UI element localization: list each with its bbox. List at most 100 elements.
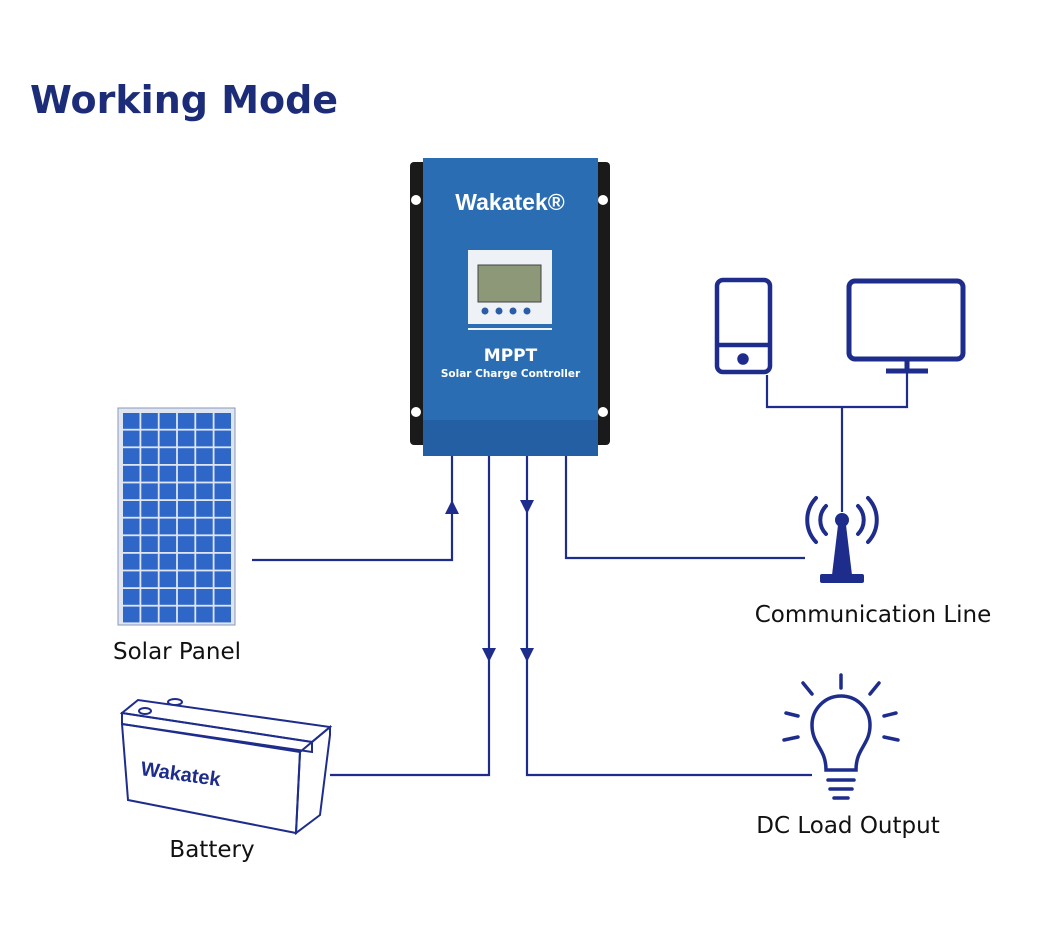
solar-cell bbox=[177, 501, 195, 517]
solar-cell bbox=[196, 483, 213, 500]
solar-cell bbox=[123, 448, 140, 464]
solar-cell bbox=[214, 501, 231, 517]
solar-cell bbox=[123, 606, 140, 623]
solar-cell bbox=[159, 448, 177, 464]
solar-cell bbox=[214, 536, 231, 552]
solar-cell bbox=[123, 589, 140, 605]
solar-cell bbox=[159, 571, 177, 588]
solar-cell bbox=[177, 413, 195, 429]
light-bulb-icon bbox=[782, 673, 900, 800]
solar-cell bbox=[141, 430, 158, 447]
solar-cell bbox=[177, 518, 195, 535]
solar-cell bbox=[141, 413, 158, 429]
controller-brand-logo: Wakatek® bbox=[455, 189, 564, 215]
solar-cell bbox=[141, 553, 158, 570]
solar-cell bbox=[214, 606, 231, 623]
solar-cell bbox=[196, 589, 213, 605]
battery-brand-logo: Wakatek bbox=[139, 758, 223, 791]
solar-cell bbox=[123, 413, 140, 429]
solar-cell bbox=[141, 589, 158, 605]
solar-cell bbox=[177, 571, 195, 588]
solar-cell bbox=[196, 518, 213, 535]
solar-cell bbox=[196, 553, 213, 570]
arrow-up-icon bbox=[445, 500, 459, 514]
solar-cell bbox=[159, 589, 177, 605]
solar-cell bbox=[196, 413, 213, 429]
wires bbox=[252, 372, 909, 777]
solar-cell bbox=[214, 413, 231, 429]
solar-cell bbox=[196, 536, 213, 552]
solar-cell bbox=[177, 465, 195, 482]
solar-cell bbox=[214, 448, 231, 464]
communication-line-label: Communication Line bbox=[754, 602, 992, 628]
arrow-down-icon bbox=[520, 648, 534, 662]
solar-panel-icon bbox=[117, 407, 236, 626]
solar-cell bbox=[177, 448, 195, 464]
load-wire bbox=[525, 455, 812, 777]
solar-cell bbox=[196, 430, 213, 447]
solar-cell bbox=[159, 483, 177, 500]
solar-cell bbox=[214, 571, 231, 588]
battery-icon: Wakatek bbox=[119, 698, 333, 836]
solar-cell bbox=[141, 536, 158, 552]
solar-cell bbox=[177, 589, 195, 605]
solar-cell bbox=[177, 553, 195, 570]
solar-cell bbox=[141, 501, 158, 517]
battery-wire bbox=[330, 455, 491, 777]
solar-cell bbox=[123, 518, 140, 535]
solar-cell bbox=[214, 430, 231, 447]
solar-cell bbox=[123, 483, 140, 500]
solar-cell bbox=[123, 553, 140, 570]
solar-cell bbox=[214, 553, 231, 570]
solar-wire bbox=[252, 455, 454, 562]
solar-cell bbox=[141, 465, 158, 482]
solar-cell bbox=[141, 571, 158, 588]
solar-cell bbox=[123, 536, 140, 552]
antenna-icon bbox=[805, 496, 879, 583]
smartphone-icon bbox=[714, 277, 773, 375]
solar-cell bbox=[196, 571, 213, 588]
arrow-down-icon bbox=[520, 500, 534, 514]
solar-cell bbox=[141, 483, 158, 500]
device-bus-wire bbox=[765, 372, 909, 409]
solar-cell bbox=[214, 465, 231, 482]
controller-subtitle: Solar Charge Controller bbox=[440, 368, 581, 380]
solar-cell bbox=[159, 430, 177, 447]
solar-cell bbox=[177, 606, 195, 623]
solar-cell bbox=[196, 501, 213, 517]
solar-cell bbox=[196, 448, 213, 464]
battery-label: Battery bbox=[169, 837, 255, 863]
solar-cell bbox=[159, 606, 177, 623]
solar-cell bbox=[141, 518, 158, 535]
solar-cell bbox=[196, 465, 213, 482]
arrow-down-icon bbox=[482, 648, 496, 662]
solar-cell bbox=[177, 483, 195, 500]
charge-controller: Wakatek® bbox=[410, 158, 610, 456]
solar-cell bbox=[159, 518, 177, 535]
solar-cell bbox=[123, 465, 140, 482]
solar-cell bbox=[159, 413, 177, 429]
solar-cell bbox=[159, 465, 177, 482]
solar-cell bbox=[141, 606, 158, 623]
solar-cell bbox=[159, 501, 177, 517]
page-title: Working Mode bbox=[30, 78, 339, 122]
solar-cell bbox=[123, 430, 140, 447]
controller-model: MPPT bbox=[483, 346, 538, 366]
solar-cell bbox=[123, 571, 140, 588]
solar-cell bbox=[123, 501, 140, 517]
solar-cell bbox=[141, 448, 158, 464]
solar-cell bbox=[214, 518, 231, 535]
solar-cell bbox=[214, 589, 231, 605]
solar-cell bbox=[214, 483, 231, 500]
communication-wire bbox=[564, 455, 805, 560]
solar-cell bbox=[159, 536, 177, 552]
solar-panel-label: Solar Panel bbox=[113, 639, 241, 665]
solar-cell bbox=[159, 553, 177, 570]
solar-cell bbox=[177, 536, 195, 552]
dc-load-output-label: DC Load Output bbox=[756, 813, 940, 839]
solar-cell bbox=[177, 430, 195, 447]
solar-cell bbox=[196, 606, 213, 623]
monitor-icon bbox=[846, 278, 966, 374]
